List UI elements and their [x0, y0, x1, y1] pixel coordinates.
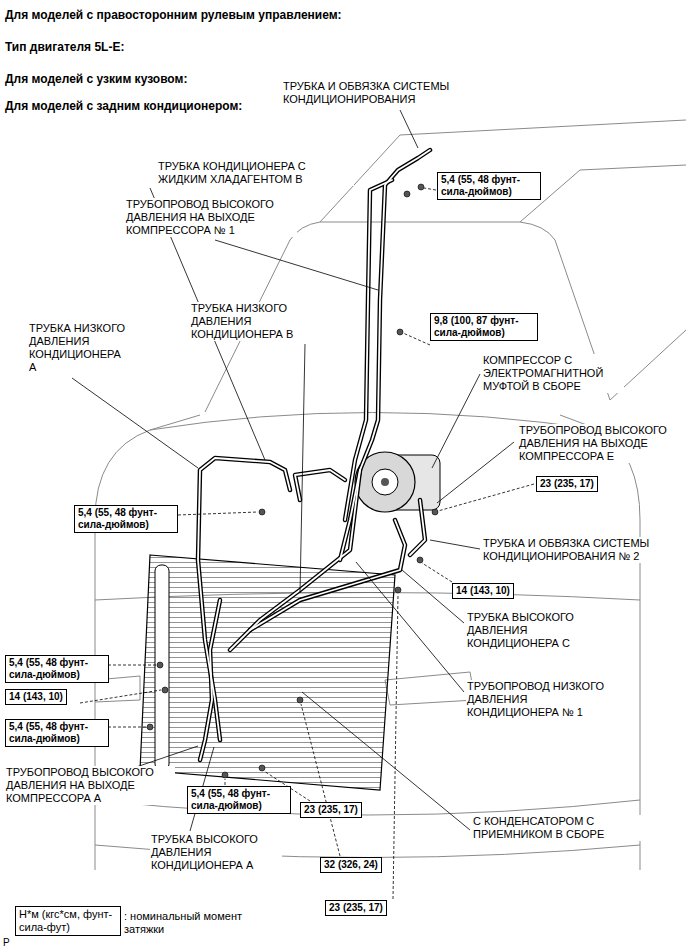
torque-box: 14 (143, 10): [5, 689, 67, 705]
part-label: ТРУБКА НИЗКОГО ДАВЛЕНИЯ КОНДИЦИОНЕРА В: [190, 302, 332, 341]
part-label: ТРУБКА НИЗКОГО ДАВЛЕНИЯ КОНДИЦИОНЕРА А: [28, 322, 130, 374]
torque-box: 5,4 (55, 48 фунт-сила-дюймов): [5, 655, 109, 683]
part-label: ТРУБОПРОВОД ВЫСОКОГО ДАВЛЕНИЯ НА ВЫХОДЕ …: [5, 766, 175, 805]
part-label: ТРУБКА ВЫСОКОГО ДАВЛЕНИЯ КОНДИЦИОНЕРА С: [466, 611, 598, 650]
torque-value: Н*м (кгс*см, фунт-сила-фут): [19, 908, 117, 934]
torque-value: 5,4 (55, 48 фунт-сила-дюймов): [9, 657, 105, 681]
torque-box: 9,8 (100, 87 фунт-сила-дюймов): [430, 313, 538, 341]
torque-value: 5,4 (55, 48 фунт-сила-дюймов): [78, 507, 174, 531]
model-note: Для моделей с задним кондиционером:: [5, 99, 242, 113]
part-label: ТРУБОПРОВОД НИЗКОГО ДАВЛЕНИЯ КОНДИЦИОНЕР…: [466, 680, 608, 719]
torque-value: 14 (143, 10): [9, 691, 63, 703]
torque-value: 5,4 (55, 48 фунт-сила-дюймов): [441, 174, 537, 198]
torque-box: 5,4 (55, 48 фунт-сила-дюймов): [187, 786, 291, 814]
part-label: ТРУБКА КОНДИЦИОНЕРА С ЖИДКИМ ХЛАДАГЕНТОМ…: [157, 160, 354, 186]
torque-value: 5,4 (55, 48 фунт-сила-дюймов): [191, 788, 287, 812]
torque-box: 32 (326, 24): [320, 857, 382, 873]
model-note: Для моделей с правосторонним рулевым упр…: [5, 8, 342, 22]
torque-box: 5,4 (55, 48 фунт-сила-дюймов): [5, 719, 109, 747]
torque-box: 14 (143, 10): [452, 583, 514, 599]
torque-value: 32 (326, 24): [324, 859, 378, 871]
torque-value: 5,4 (55, 48 фунт-сила-дюймов): [9, 721, 105, 745]
model-note: Для моделей с узким кузовом:: [5, 72, 187, 86]
model-note: Тип двигателя 5L-E:: [5, 40, 124, 54]
torque-value: 14 (143, 10): [456, 585, 510, 597]
part-label: ТРУБКА И ОБВЯЗКА СИСТЕМЫ КОНДИЦИОНИРОВАН…: [482, 537, 659, 563]
torque-box: 5,4 (55, 48 фунт-сила-дюймов): [437, 172, 541, 200]
torque-value: 23 (235, 17): [304, 804, 358, 816]
part-label: С КОНДЕНСАТОРОМ С ПРИЕМНИКОМ В СБОРЕ: [472, 815, 674, 841]
part-label: : номинальный момент затяжки: [123, 910, 265, 936]
part-label: P: [2, 937, 11, 949]
torque-box: 23 (235, 17): [536, 476, 598, 492]
part-label: ТРУБКА И ОБВЯЗКА СИСТЕМЫ КОНДИЦИОНИРОВАН…: [282, 80, 534, 106]
torque-value: 23 (235, 17): [329, 902, 383, 914]
part-label: ТРУБОПРОВОД ВЫСОКОГО ДАВЛЕНИЯ НА ВЫХОДЕ …: [518, 424, 670, 463]
torque-box: 23 (235, 17): [300, 802, 362, 818]
torque-key-box: Н*м (кгс*см, фунт-сила-фут): [15, 906, 121, 936]
part-label: ТРУБОПРОВОД ВЫСОКОГО ДАВЛЕНИЯ НА ВЫХОДЕ …: [125, 198, 297, 237]
torque-box: 5,4 (55, 48 фунт-сила-дюймов): [74, 505, 178, 533]
part-label: ТРУБКА ВЫСОКОГО ДАВЛЕНИЯ КОНДИЦИОНЕРА А: [150, 833, 282, 872]
torque-value: 23 (235, 17): [540, 478, 594, 490]
part-label: КОМПРЕССОР С ЭЛЕКТРОМАГНИТНОЙ МУФТОЙ В С…: [482, 354, 624, 393]
torque-value: 9,8 (100, 87 фунт-сила-дюймов): [434, 315, 534, 339]
torque-box: 23 (235, 17): [325, 900, 387, 916]
